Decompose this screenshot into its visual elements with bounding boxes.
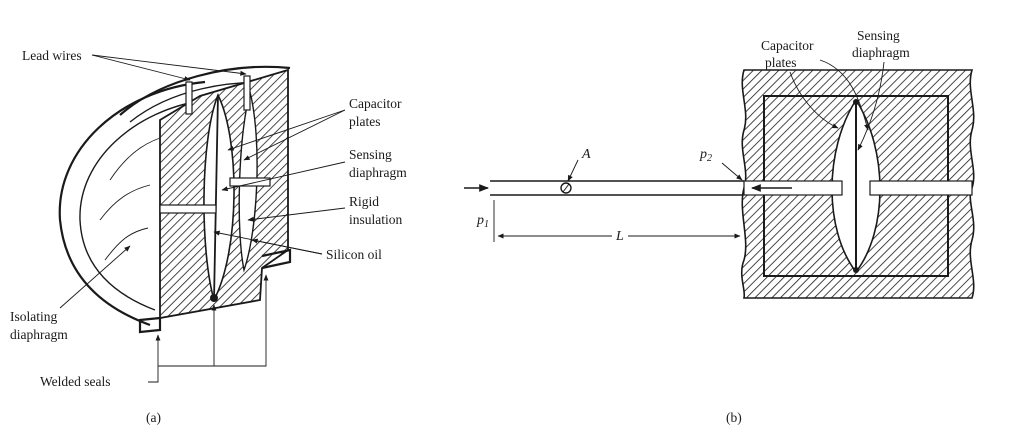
length-label: L bbox=[615, 229, 624, 244]
silicon-oil-label: Silicon oil bbox=[326, 247, 382, 262]
cylinder-top-edge bbox=[119, 65, 291, 116]
silicon-oil-arrow bbox=[251, 238, 323, 255]
capacitor-plates-arrow bbox=[243, 109, 346, 161]
rigid-insulation-arrow bbox=[247, 207, 346, 222]
capacitor-plates-arrow-b bbox=[789, 71, 839, 129]
surface-curve bbox=[99, 184, 151, 221]
welded-seals-label: Welded seals bbox=[40, 374, 111, 389]
lead-wires-arrow bbox=[91, 54, 191, 82]
isolating-diaphragm-label-1: Isolating bbox=[10, 309, 57, 324]
weld-seal-dot bbox=[210, 294, 218, 302]
point-a-pointer bbox=[567, 159, 579, 182]
sensing-diaphragm-arrow bbox=[221, 161, 346, 192]
p2-pointer bbox=[721, 162, 743, 181]
isolating-diaphragm-arrow bbox=[59, 245, 131, 309]
lead-wires-arrow bbox=[91, 54, 247, 76]
lead-wires-label: Lead wires bbox=[22, 48, 82, 63]
p2-label: p2 bbox=[699, 147, 712, 164]
capacitor-plates-arrow-b bbox=[819, 59, 869, 131]
diaphragm-anchor bbox=[853, 267, 859, 273]
rigid-insulation-label-1: Rigid bbox=[349, 194, 379, 209]
diaphragm-anchor bbox=[853, 99, 859, 105]
sensing-diaphragm-label-a-2: diaphragm bbox=[349, 165, 407, 180]
oil-channel-left bbox=[159, 204, 217, 214]
panel-a-drawing bbox=[58, 65, 292, 334]
port-channel-right bbox=[869, 180, 973, 196]
base-flange bbox=[261, 248, 292, 270]
welded-seals-arrow bbox=[148, 334, 161, 383]
lead-wire-post bbox=[185, 81, 193, 115]
sensing-diaphragm-label-b-2: diaphragm bbox=[852, 45, 910, 60]
panel-b-caption: (b) bbox=[726, 410, 742, 425]
panel-b-drawing bbox=[464, 69, 975, 299]
isolating-diaphragm-label-2: diaphragm bbox=[10, 327, 68, 342]
capacitor-plates-label-b-1: Capacitor bbox=[761, 38, 814, 53]
capacitor-plates-label-a-2: plates bbox=[349, 114, 381, 129]
welded-seals-arrow bbox=[214, 274, 269, 367]
point-a-slash bbox=[562, 183, 570, 193]
capacitor-plates-label-b-2: plates bbox=[765, 55, 797, 70]
rigid-insulation-label-2: insulation bbox=[349, 212, 402, 227]
sensing-diaphragm-label-b-1: Sensing bbox=[857, 28, 900, 43]
capacitor-plates-arrow bbox=[227, 109, 346, 151]
surface-curve bbox=[104, 227, 149, 261]
isolating-diaphragm-inner bbox=[79, 99, 206, 311]
port-channel-left bbox=[743, 180, 843, 196]
capacitor-plates-label-a-1: Capacitor bbox=[349, 96, 402, 111]
sensing-diaphragm-arrow-b bbox=[857, 61, 885, 151]
sensing-diaphragm-line bbox=[213, 94, 219, 301]
sensing-diaphragm-label-a-1: Sensing bbox=[349, 147, 392, 162]
base-flange bbox=[138, 316, 162, 334]
oil-channel-right bbox=[229, 177, 271, 187]
p1-label: p1 bbox=[476, 213, 489, 230]
lead-wire-post bbox=[243, 75, 251, 111]
panel-a-caption: (a) bbox=[146, 410, 161, 425]
point-a-label: A bbox=[581, 147, 591, 162]
